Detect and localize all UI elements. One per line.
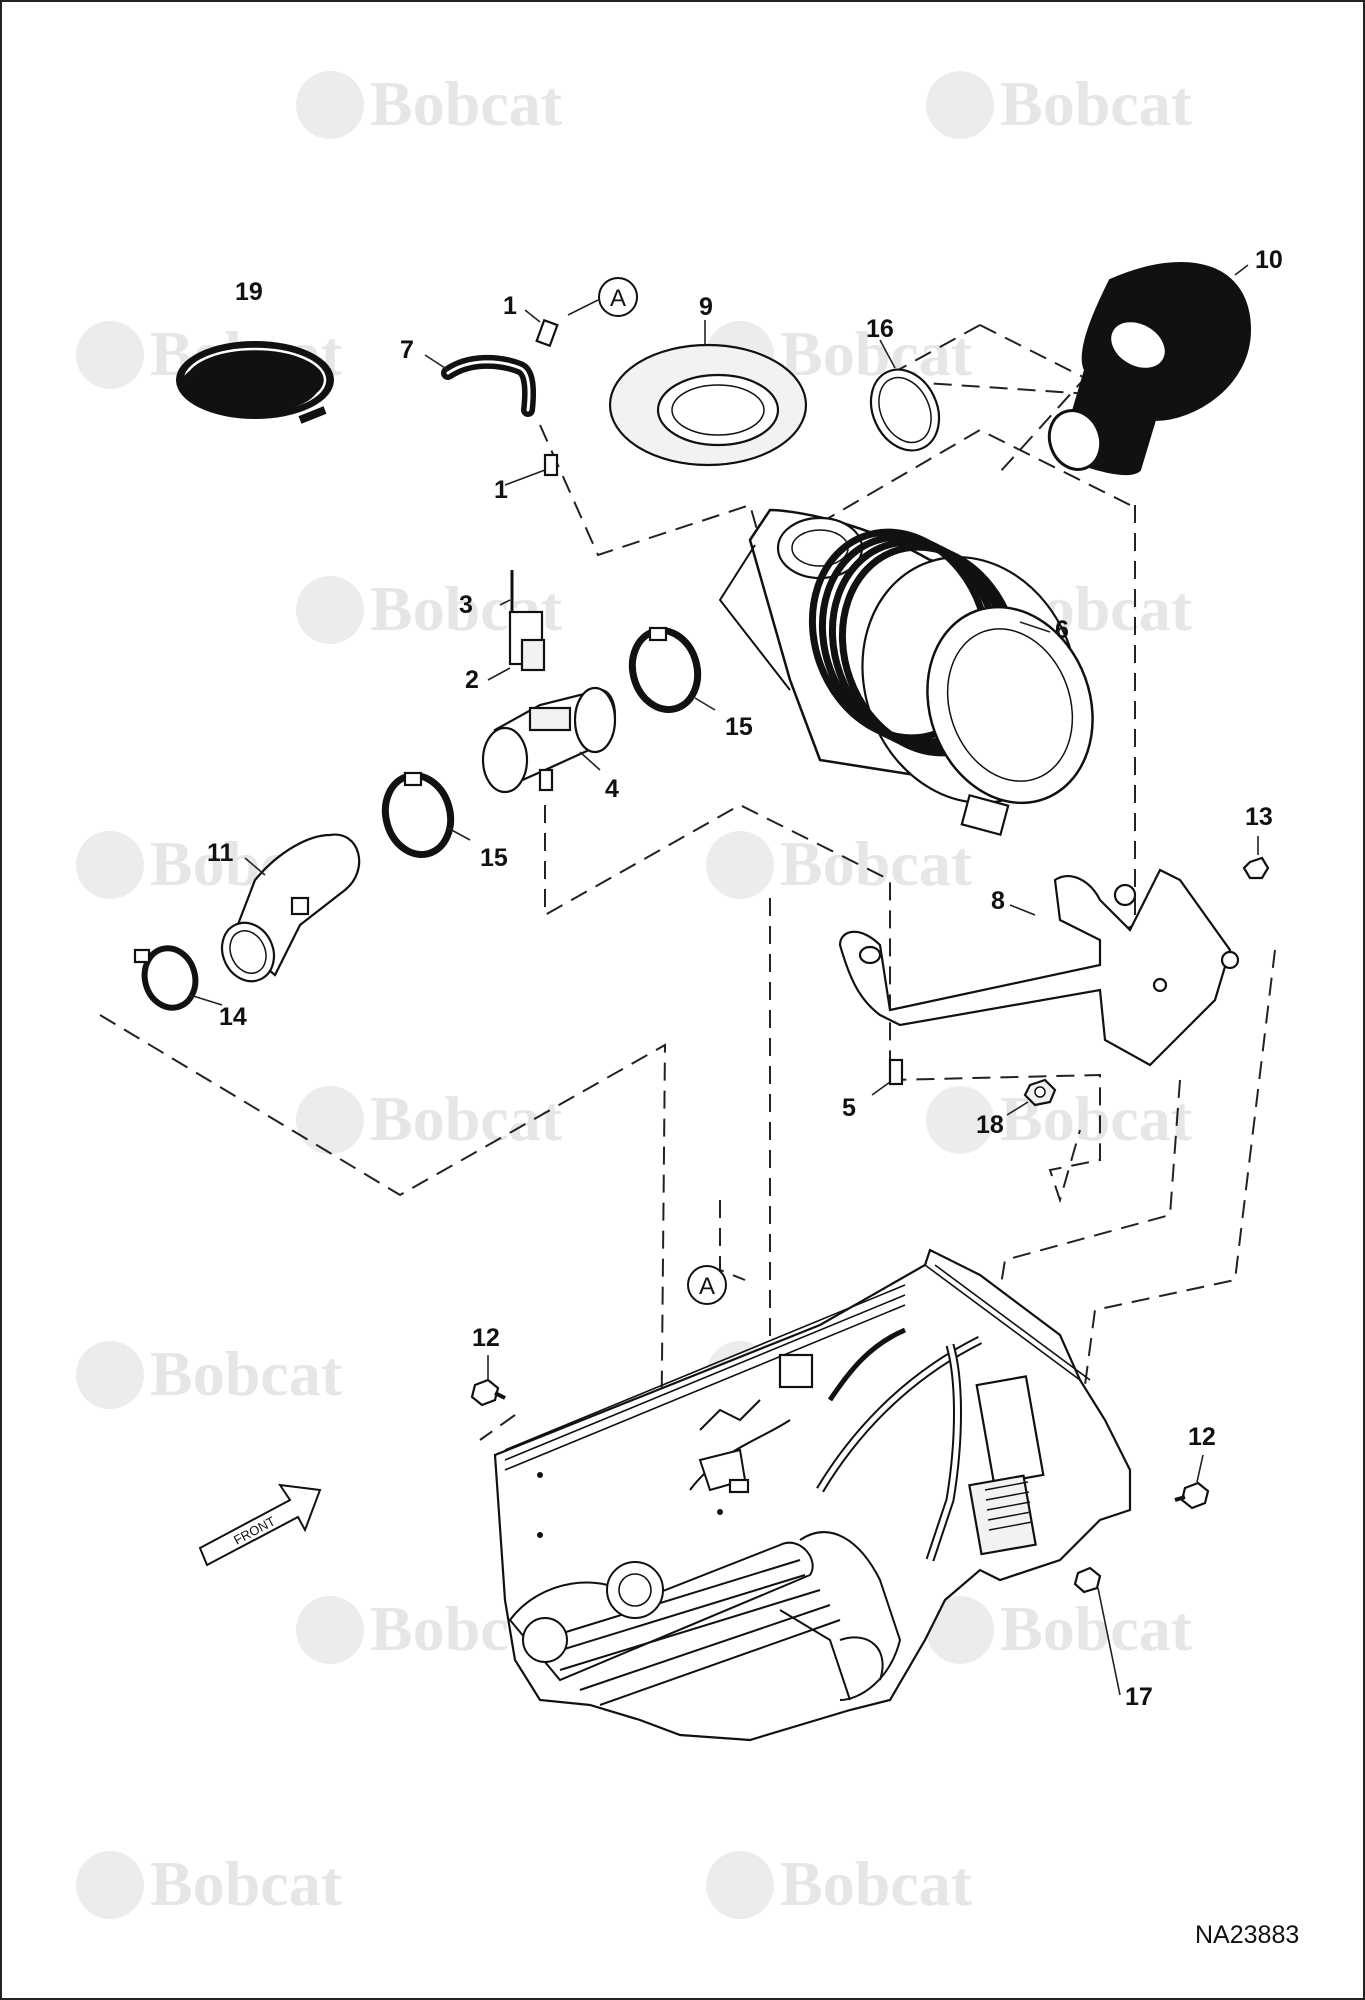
callout-labels: 19 1 7 1 9 16 10 6 3 2 4 15 15 11 14 8 1… xyxy=(207,246,1283,1711)
callout-16: 16 xyxy=(866,315,894,343)
part-2-sensor xyxy=(508,570,546,672)
part-15-hose-clamp-lower xyxy=(381,771,455,859)
callout-15: 15 xyxy=(480,844,508,872)
watermark-text: Bobcat xyxy=(1000,68,1193,139)
part-11-intake-hose xyxy=(220,833,361,983)
part-18-nut xyxy=(1023,1078,1057,1107)
part-6-air-cleaner xyxy=(718,508,1094,837)
part-15-hose-clamp-upper xyxy=(628,626,702,714)
callout-8: 8 xyxy=(991,887,1005,915)
engine-assembly xyxy=(493,1248,1132,1742)
callout-15: 15 xyxy=(725,713,753,741)
reference-marker-a-top: A xyxy=(567,277,638,317)
callout-1: 1 xyxy=(494,476,508,504)
part-12-bolt-left xyxy=(470,1378,506,1407)
part-7-hose xyxy=(441,318,559,477)
callout-12: 12 xyxy=(1188,1423,1216,1451)
callout-3: 3 xyxy=(459,591,473,619)
part-9-precleaner-cap xyxy=(608,343,808,467)
drawing-number: NA23883 xyxy=(1195,1921,1299,1949)
callout-18: 18 xyxy=(976,1111,1004,1139)
watermark-text: Bobcat xyxy=(370,1083,563,1154)
part-8-mounting-bracket xyxy=(838,868,1240,1067)
front-direction-arrow: FRONT xyxy=(198,1483,322,1567)
part-5-bolt xyxy=(888,1058,904,1086)
callout-13: 13 xyxy=(1245,803,1273,831)
part-19-hose-coil xyxy=(176,341,334,424)
part-13-bolt xyxy=(1242,856,1270,880)
watermark-text: Bobcat xyxy=(1000,1593,1193,1664)
watermark-text: Bobcat xyxy=(370,68,563,139)
callout-2: 2 xyxy=(465,666,479,694)
watermark-text: Bobcat xyxy=(150,1848,343,1919)
reference-marker-a-lower: A xyxy=(687,1265,727,1305)
part-12-bolt-right xyxy=(1174,1481,1210,1510)
callout-7: 7 xyxy=(400,336,414,364)
callout-9: 9 xyxy=(699,293,713,321)
watermark-text: Bobcat xyxy=(780,318,973,389)
callout-14: 14 xyxy=(219,1003,247,1031)
callout-1: 1 xyxy=(503,292,517,320)
callout-leader-lines xyxy=(189,264,1259,1696)
watermark-text: Bobcat xyxy=(780,828,973,899)
callout-4: 4 xyxy=(605,775,619,803)
watermark-text: Bobcat xyxy=(150,1338,343,1409)
callout-6: 6 xyxy=(1055,616,1069,644)
callout-11: 11 xyxy=(207,839,234,867)
part-14-hose-clamp xyxy=(133,945,199,1011)
callout-17: 17 xyxy=(1125,1683,1153,1711)
reference-marker-label: A xyxy=(610,285,626,312)
callout-12: 12 xyxy=(472,1324,500,1352)
part-10-elbow-hose xyxy=(1047,261,1252,476)
reference-marker-label: A xyxy=(699,1273,715,1300)
part-17-bolt xyxy=(1073,1566,1102,1594)
callout-5: 5 xyxy=(842,1094,856,1122)
callout-10: 10 xyxy=(1255,246,1283,274)
callout-19: 19 xyxy=(235,278,263,306)
watermark-text: Bobcat xyxy=(780,1848,973,1919)
part-4-sensor-housing xyxy=(481,686,617,794)
part-16-band-clamp xyxy=(869,368,941,452)
